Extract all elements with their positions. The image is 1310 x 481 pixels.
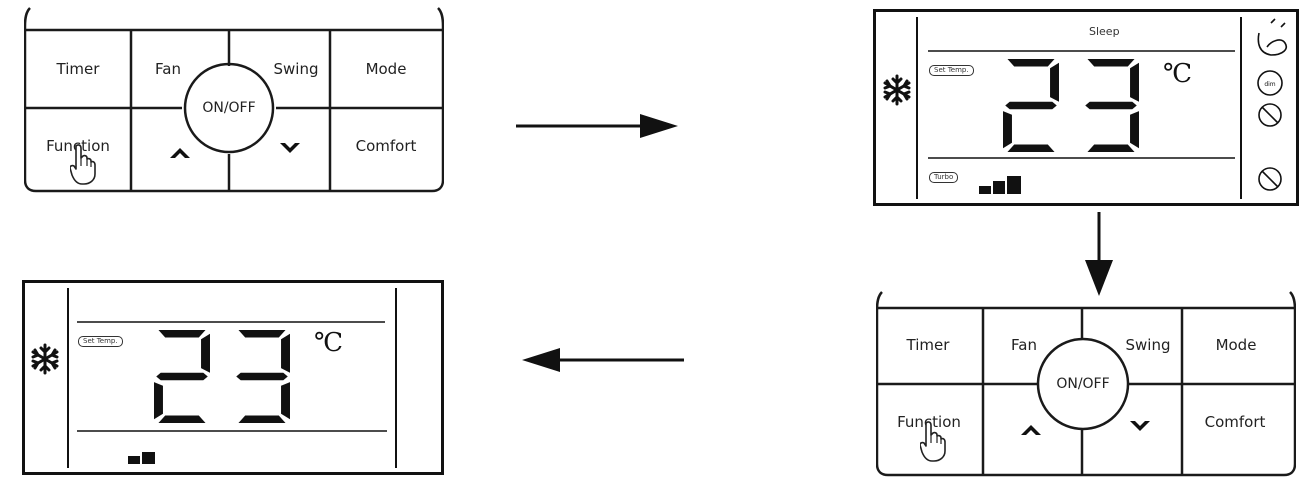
fan-button[interactable]: Fan	[1011, 336, 1037, 354]
set-temp-label: Set Temp.	[78, 336, 123, 347]
temp-digit-3	[1085, 59, 1139, 152]
display-frame: dim	[873, 9, 1299, 206]
comfort-button[interactable]: Comfort	[1204, 413, 1266, 431]
fan-button[interactable]: Fan	[155, 60, 181, 78]
arrow-right	[516, 114, 678, 138]
lcd-display-minimal: Set Temp. ℃	[22, 280, 444, 475]
comfort-button[interactable]: Comfort	[355, 137, 417, 155]
remote-keypad-bottom: Timer Fan Swing Mode ON/OFF Function Com…	[876, 288, 1296, 478]
set-temp-label: Set Temp.	[929, 65, 974, 76]
down-arrow-icon[interactable]	[1129, 420, 1151, 434]
down-arrow-icon[interactable]	[279, 142, 301, 156]
swing-button[interactable]: Swing	[1125, 336, 1171, 354]
sleep-label: Sleep	[1089, 25, 1120, 38]
keypad-outline	[24, 7, 444, 193]
swing-button[interactable]: Swing	[273, 60, 319, 78]
mode-button[interactable]: Mode	[365, 60, 407, 78]
pointing-hand-icon	[920, 421, 946, 462]
temp-digit-2	[154, 330, 210, 423]
timer-button[interactable]: Timer	[906, 336, 950, 354]
celsius-unit: ℃	[1163, 59, 1193, 89]
keypad-outline	[876, 291, 1296, 477]
on-off-button[interactable]: ON/OFF	[1056, 376, 1110, 392]
timer-button[interactable]: Timer	[56, 60, 100, 78]
svg-text:dim: dim	[1264, 81, 1275, 88]
turbo-label: Turbo	[929, 172, 959, 183]
mode-button[interactable]: Mode	[1215, 336, 1257, 354]
temp-digit-2	[1003, 59, 1059, 152]
lcd-display-full: dim Sleep Set Temp. ℃ Turbo	[873, 9, 1299, 206]
remote-keypad-top: Timer Fan Swing Mode ON/OFF Function Com…	[24, 4, 444, 194]
arrow-down	[1085, 212, 1113, 296]
up-arrow-icon[interactable]	[1020, 422, 1042, 436]
temp-digit-3	[236, 330, 290, 423]
display-frame	[22, 280, 444, 475]
pointing-hand-icon	[70, 144, 96, 185]
on-off-button[interactable]: ON/OFF	[202, 100, 256, 116]
arrow-left	[522, 348, 684, 372]
up-arrow-icon[interactable]	[169, 145, 191, 159]
celsius-unit: ℃	[314, 328, 344, 358]
